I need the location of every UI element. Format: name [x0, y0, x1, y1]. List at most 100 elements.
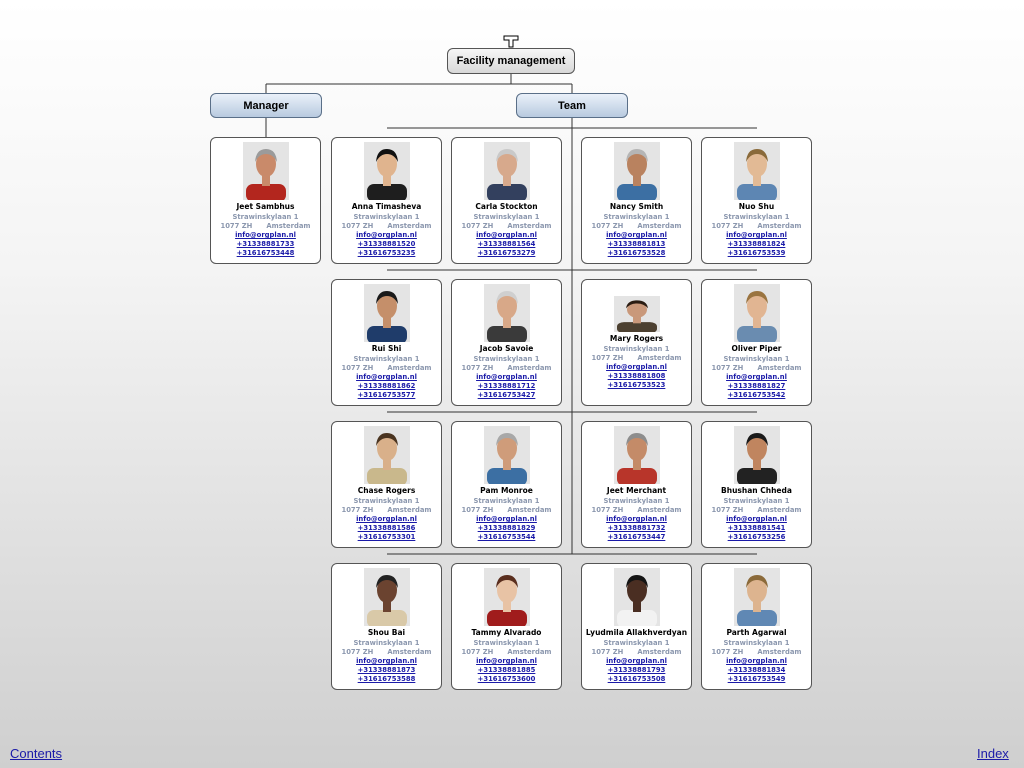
person-mobile-link[interactable]: +31616753235 [357, 249, 416, 257]
person-email-link[interactable]: info@orgplan.nl [606, 231, 667, 239]
person-street: Strawinskylaan 1 [603, 639, 670, 647]
person-mobile-link[interactable]: +31616753600 [477, 675, 536, 683]
person-email-link[interactable]: info@orgplan.nl [235, 231, 296, 239]
person-email-link[interactable]: info@orgplan.nl [356, 373, 417, 381]
person-email-link[interactable]: info@orgplan.nl [356, 231, 417, 239]
person-street: Strawinskylaan 1 [353, 497, 420, 505]
person-phone-link[interactable]: +31338881834 [727, 666, 786, 674]
person-mobile-link[interactable]: +31616753301 [357, 533, 416, 541]
person-city: Amsterdam [387, 222, 432, 230]
person-mobile-link[interactable]: +31616753448 [236, 249, 295, 257]
person-phone-link[interactable]: +31338881813 [607, 240, 666, 248]
person-city: Amsterdam [387, 364, 432, 372]
person-email-link[interactable]: info@orgplan.nl [606, 657, 667, 665]
person-phone-link[interactable]: +31338881827 [727, 382, 786, 390]
person-phone-link[interactable]: +31338881885 [477, 666, 536, 674]
person-email-link[interactable]: info@orgplan.nl [726, 515, 787, 523]
person-email-link[interactable]: info@orgplan.nl [356, 657, 417, 665]
person-phone-link[interactable]: +31338881808 [607, 372, 666, 380]
person-phone-link[interactable]: +31338881733 [236, 240, 295, 248]
person-name: Rui Shi [371, 344, 402, 353]
person-phone-link[interactable]: +31338881520 [357, 240, 416, 248]
person-phone-link[interactable]: +31338881793 [607, 666, 666, 674]
person-name: Oliver Piper [731, 344, 782, 353]
person-email-link[interactable]: info@orgplan.nl [476, 515, 537, 523]
person-email-link[interactable]: info@orgplan.nl [726, 373, 787, 381]
team-group-node[interactable]: Team [516, 93, 628, 118]
person-mobile-link[interactable]: +31616753523 [607, 381, 666, 389]
person-mobile-link[interactable]: +31616753508 [607, 675, 666, 683]
person-zip: 1077 ZH [591, 506, 624, 514]
person-email-link[interactable]: info@orgplan.nl [726, 231, 787, 239]
person-phone-link[interactable]: +31338881732 [607, 524, 666, 532]
person-email-link[interactable]: info@orgplan.nl [356, 515, 417, 523]
person-street: Strawinskylaan 1 [723, 497, 790, 505]
person-email-link[interactable]: info@orgplan.nl [726, 657, 787, 665]
person-phone-link[interactable]: +31338881712 [477, 382, 536, 390]
manager-group-node[interactable]: Manager [210, 93, 322, 118]
person-photo [613, 142, 660, 200]
person-phone-link[interactable]: +31338881862 [357, 382, 416, 390]
root-node[interactable]: Facility management [447, 48, 575, 74]
index-link[interactable]: Index [977, 746, 1009, 761]
go-up-icon[interactable] [503, 35, 519, 48]
person-phone-link[interactable]: +31338881564 [477, 240, 536, 248]
person-photo [733, 568, 780, 626]
person-mobile-link[interactable]: +31616753427 [477, 391, 536, 399]
person-phone-link[interactable]: +31338881829 [477, 524, 536, 532]
person-phone-link[interactable]: +31338881873 [357, 666, 416, 674]
contents-link[interactable]: Contents [10, 746, 63, 761]
person-email-link[interactable]: info@orgplan.nl [606, 515, 667, 523]
person-mobile-link[interactable]: +31616753577 [357, 391, 416, 399]
team-group-label: Team [558, 99, 586, 112]
person-mobile-link[interactable]: +31616753447 [607, 533, 666, 541]
person-mobile-link[interactable]: +31616753528 [607, 249, 666, 257]
person-mobile-link[interactable]: +31616753279 [477, 249, 536, 257]
person-email-link[interactable]: info@orgplan.nl [476, 373, 537, 381]
person-city: Amsterdam [637, 648, 682, 656]
person-mobile-link[interactable]: +31616753539 [727, 249, 786, 257]
person-phone-link[interactable]: +31338881541 [727, 524, 786, 532]
person-name: Bhushan Chheda [721, 486, 792, 495]
person-street: Strawinskylaan 1 [473, 639, 540, 647]
person-mobile-link[interactable]: +31616753542 [727, 391, 786, 399]
person-photo [483, 284, 530, 342]
person-phone-link[interactable]: +31338881586 [357, 524, 416, 532]
person-city: Amsterdam [637, 222, 682, 230]
person-email-link[interactable]: info@orgplan.nl [476, 657, 537, 665]
person-photo [613, 426, 660, 484]
person-mobile-link[interactable]: +31616753549 [727, 675, 786, 683]
person-mobile-link[interactable]: +31616753588 [357, 675, 416, 683]
person-phone-link[interactable]: +31338881824 [727, 240, 786, 248]
person-photo [363, 142, 410, 200]
person-name: Tammy Alvarado [471, 628, 542, 637]
person-mobile-link[interactable]: +31616753544 [477, 533, 536, 541]
person-email-link[interactable]: info@orgplan.nl [476, 231, 537, 239]
person-city: Amsterdam [387, 506, 432, 514]
person-email-link[interactable]: info@orgplan.nl [606, 363, 667, 371]
person-mobile-link[interactable]: +31616753256 [727, 533, 786, 541]
